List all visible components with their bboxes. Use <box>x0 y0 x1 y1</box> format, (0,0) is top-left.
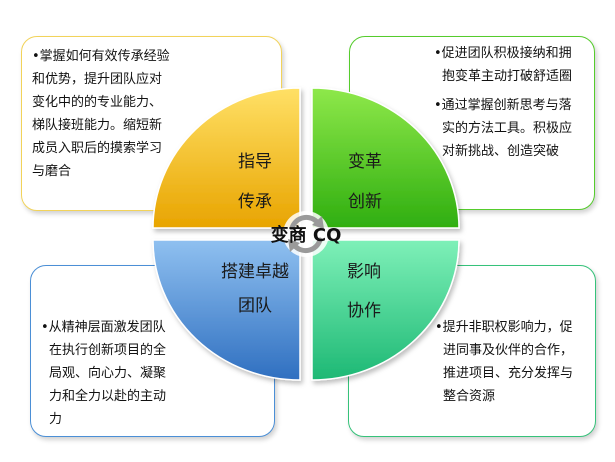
box-br-line-2: 进同事及伙伴的合作， <box>443 343 574 358</box>
box-tl-line-2: 和优势，提升团队应对 <box>32 72 163 87</box>
quadrant-top-right-label-2: 创新 <box>348 192 382 212</box>
box-tl-line-4: 梯队接班能力。缩短新 <box>32 118 163 133</box>
quadrant-top-right <box>311 87 460 229</box>
quadrant-top-left-label-1: 指导 <box>238 152 272 172</box>
quadrant-bottom-right <box>311 239 460 381</box>
quadrant-bottom-right-label-2: 协作 <box>347 301 381 321</box>
box-tr-line-2: 抱变革主动打破舒适圈 <box>442 69 573 84</box>
box-br-line-1: 提升非职权影响力，促 <box>435 316 587 339</box>
box-bl-line-2: 在执行创新项目的全 <box>49 343 167 358</box>
box-tl-line-6: 与磨合 <box>32 164 72 179</box>
box-bl-line-1: 从精神层面激发团队 <box>41 316 204 339</box>
box-bl-line-3: 局观、向心力、凝聚 <box>49 366 167 381</box>
quadrant-bottom-left <box>152 239 301 381</box>
box-tl-line-5: 成员入职后的摸索学习 <box>32 141 163 156</box>
box-tl-line-1: 掌握如何有效传承经验 <box>32 45 261 68</box>
box-tr-line-3: 通过掌握创新思考与落 <box>434 94 586 117</box>
quadrant-bottom-left-label-1: 搭建卓越 <box>221 262 289 282</box>
center-label: 变商 CQ <box>271 224 342 246</box>
quadrant-top-left <box>152 87 301 229</box>
box-tr-line-5: 对新挑战、创造突破 <box>442 144 560 159</box>
box-br-line-4: 整合资源 <box>443 389 496 404</box>
box-tl-line-3: 变化中的的专业能力、 <box>32 95 163 110</box>
quadrant-bottom-right-label-1: 影响 <box>347 262 381 282</box>
box-tr-line-1: 促进团队积极接纳和拥 <box>434 42 586 65</box>
cycle-arrows-icon <box>283 211 329 257</box>
quadrant-top-right-label-1: 变革 <box>348 152 382 172</box>
quadrant-bottom-left-label-2: 团队 <box>238 296 272 316</box>
box-bl-line-5: 力 <box>49 412 63 427</box>
box-bl-line-4: 力和全力以赴的主动 <box>49 389 167 404</box>
box-br-line-3: 推进项目、充分发挥与 <box>443 366 574 381</box>
box-tr-line-4: 实的方法工具。积极应 <box>442 121 573 136</box>
quadrant-top-left-label-2: 传承 <box>238 192 272 212</box>
